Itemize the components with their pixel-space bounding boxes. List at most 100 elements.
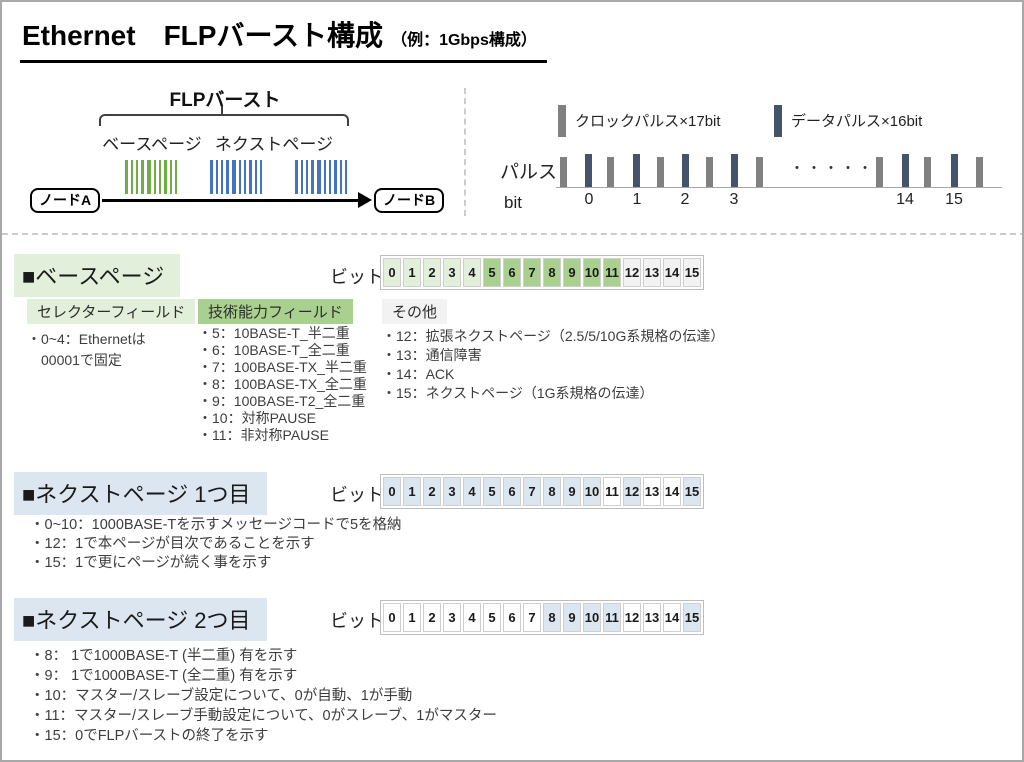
bit-cell: 2 [423, 477, 441, 506]
base-page-bit-caption: ビット [330, 267, 384, 287]
bit-cell: 4 [463, 477, 481, 506]
next-page-2-list: ・8： 1で1000BASE-T (半二重) 有を示す・9： 1で1000BAS… [30, 646, 497, 746]
bullet-line: ・15：1で更にページが続く事を示す [30, 555, 272, 571]
clock-pulse-bar [756, 157, 763, 187]
tech-field-label: 技術能力フィールド [198, 299, 353, 324]
flp-burst-label: FLPバースト [169, 90, 281, 111]
bit-cell: 6 [503, 258, 521, 287]
bit-cell: 3 [443, 603, 461, 632]
base-page-pulse-group [125, 160, 177, 194]
data-pulse-swatch [774, 105, 782, 137]
bit-cell: 13 [643, 258, 661, 287]
bit-cell: 13 [643, 477, 661, 506]
bit-number-2: 2 [680, 191, 690, 208]
bit-cell: 7 [523, 477, 541, 506]
page-title: Ethernet FLPバースト構成（例：1Gbps構成） [20, 12, 547, 63]
clock-pulse-bar [876, 157, 883, 187]
bit-cell: 10 [583, 603, 601, 632]
bullet-line: ・8：100BASE-TX_全二重 [198, 376, 367, 392]
node-a-box: ノードA [30, 188, 101, 213]
bullet-line: ・15：ネクストページ（1G系規格の伝達） [382, 385, 654, 401]
bit-cell: 1 [403, 603, 421, 632]
bit-cell: 0 [383, 477, 401, 506]
bit-cell: 4 [463, 603, 481, 632]
bit-cell: 9 [563, 477, 581, 506]
bullet-line: ・6：10BASE-T_全二重 [198, 342, 350, 358]
bit-cell: 8 [543, 603, 561, 632]
bit-cell: 11 [603, 477, 621, 506]
bit-cell: 14 [663, 603, 681, 632]
data-pulse-bar [682, 154, 689, 187]
bullet-line: ・0~4：Ethernetは [27, 331, 146, 347]
bullet-line: ・11：非対称PAUSE [198, 427, 329, 443]
bit-cell: 1 [403, 258, 421, 287]
clock-pulse-swatch [558, 105, 566, 137]
next-page-1-heading: ■ネクストページ 1つ目 [14, 472, 267, 515]
pulse-row-label: パルス [500, 162, 558, 183]
bullet-line: 00001で固定 [27, 352, 122, 368]
pulse-diagram: クロックパルス×17bit データパルス×16bit パルス bit ・・・・・… [492, 97, 1022, 222]
bit-cell: 9 [563, 603, 581, 632]
brace [99, 114, 349, 126]
bullet-line: ・13：通信障害 [382, 347, 482, 363]
bit-cell: 5 [483, 258, 501, 287]
clock-pulse-bar [706, 157, 713, 187]
selector-field-list: ・0~4：Ethernetは 00001で固定 [27, 329, 146, 371]
bit-cell: 15 [683, 258, 701, 287]
bit-cell: 9 [563, 258, 581, 287]
bullet-line: ・7：100BASE-TX_半二重 [198, 359, 367, 375]
bullet-line: ・12：1で本ページが目次であることを示す [30, 536, 315, 552]
bit-cell: 15 [683, 477, 701, 506]
arrow-head-icon [358, 192, 372, 208]
transmission-arrow [102, 199, 360, 202]
base-page-label: ベースページ [102, 135, 202, 154]
bullet-line: ・12：拡張ネクストページ（2.5/5/10G系規格の伝達） [382, 328, 725, 344]
other-field-label: その他 [382, 299, 448, 324]
bullet-line: ・9：100BASE-T2_全二重 [198, 393, 366, 409]
horizontal-divider [2, 233, 1022, 235]
base-page-heading: ■ベースページ [14, 254, 181, 297]
selector-field-label: セレクターフィールド [27, 299, 196, 324]
clock-pulse-bar [924, 157, 931, 187]
bit-number-0: 0 [584, 191, 594, 208]
bit-cell: 3 [443, 258, 461, 287]
clock-legend-label: クロックパルス×17bit [575, 113, 721, 130]
bit-number-14: 14 [896, 191, 914, 208]
data-pulse-bar [731, 154, 738, 187]
bit-cell: 5 [483, 603, 501, 632]
bit-cell: 0 [383, 603, 401, 632]
bit-cell: 11 [603, 603, 621, 632]
bit-cell: 12 [623, 258, 641, 287]
bit-cell: 6 [503, 603, 521, 632]
bit-number-3: 3 [729, 191, 739, 208]
data-pulse-bar [902, 154, 909, 187]
bullet-line: ・11：マスター/スレーブ手動設定について、0がスレーブ、1がマスター [30, 708, 497, 724]
bit-cell: 13 [643, 603, 661, 632]
bit-cell: 7 [523, 603, 541, 632]
bit-cell: 6 [503, 477, 521, 506]
next-page-2-heading: ■ネクストページ 2つ目 [14, 598, 267, 641]
pulse-baseline [556, 187, 1002, 188]
bit-cell: 12 [623, 603, 641, 632]
bullet-line: ・5：10BASE-T_半二重 [198, 325, 350, 341]
data-pulse-bar [633, 154, 640, 187]
bit-cell: 4 [463, 258, 481, 287]
bit-cell: 10 [583, 258, 601, 287]
bit-cell: 8 [543, 477, 561, 506]
bullet-line: ・14：ACK [382, 366, 455, 382]
bit-number-15: 15 [945, 191, 963, 208]
bit-cell: 2 [423, 258, 441, 287]
clock-pulse-bar [976, 157, 983, 187]
brace-stem [221, 106, 223, 115]
data-pulse-bar [585, 154, 592, 187]
bullet-line: ・10：対称PAUSE [198, 410, 316, 426]
bit-cell: 14 [663, 477, 681, 506]
bit-cell: 5 [483, 477, 501, 506]
data-pulse-bar [951, 154, 958, 187]
data-legend-label: データパルス×16bit [791, 113, 923, 130]
other-field-list: ・12：拡張ネクストページ（2.5/5/10G系規格の伝達）・13：通信障害・1… [382, 327, 724, 403]
bit-row-label: bit [504, 193, 522, 212]
bit-cell: 2 [423, 603, 441, 632]
